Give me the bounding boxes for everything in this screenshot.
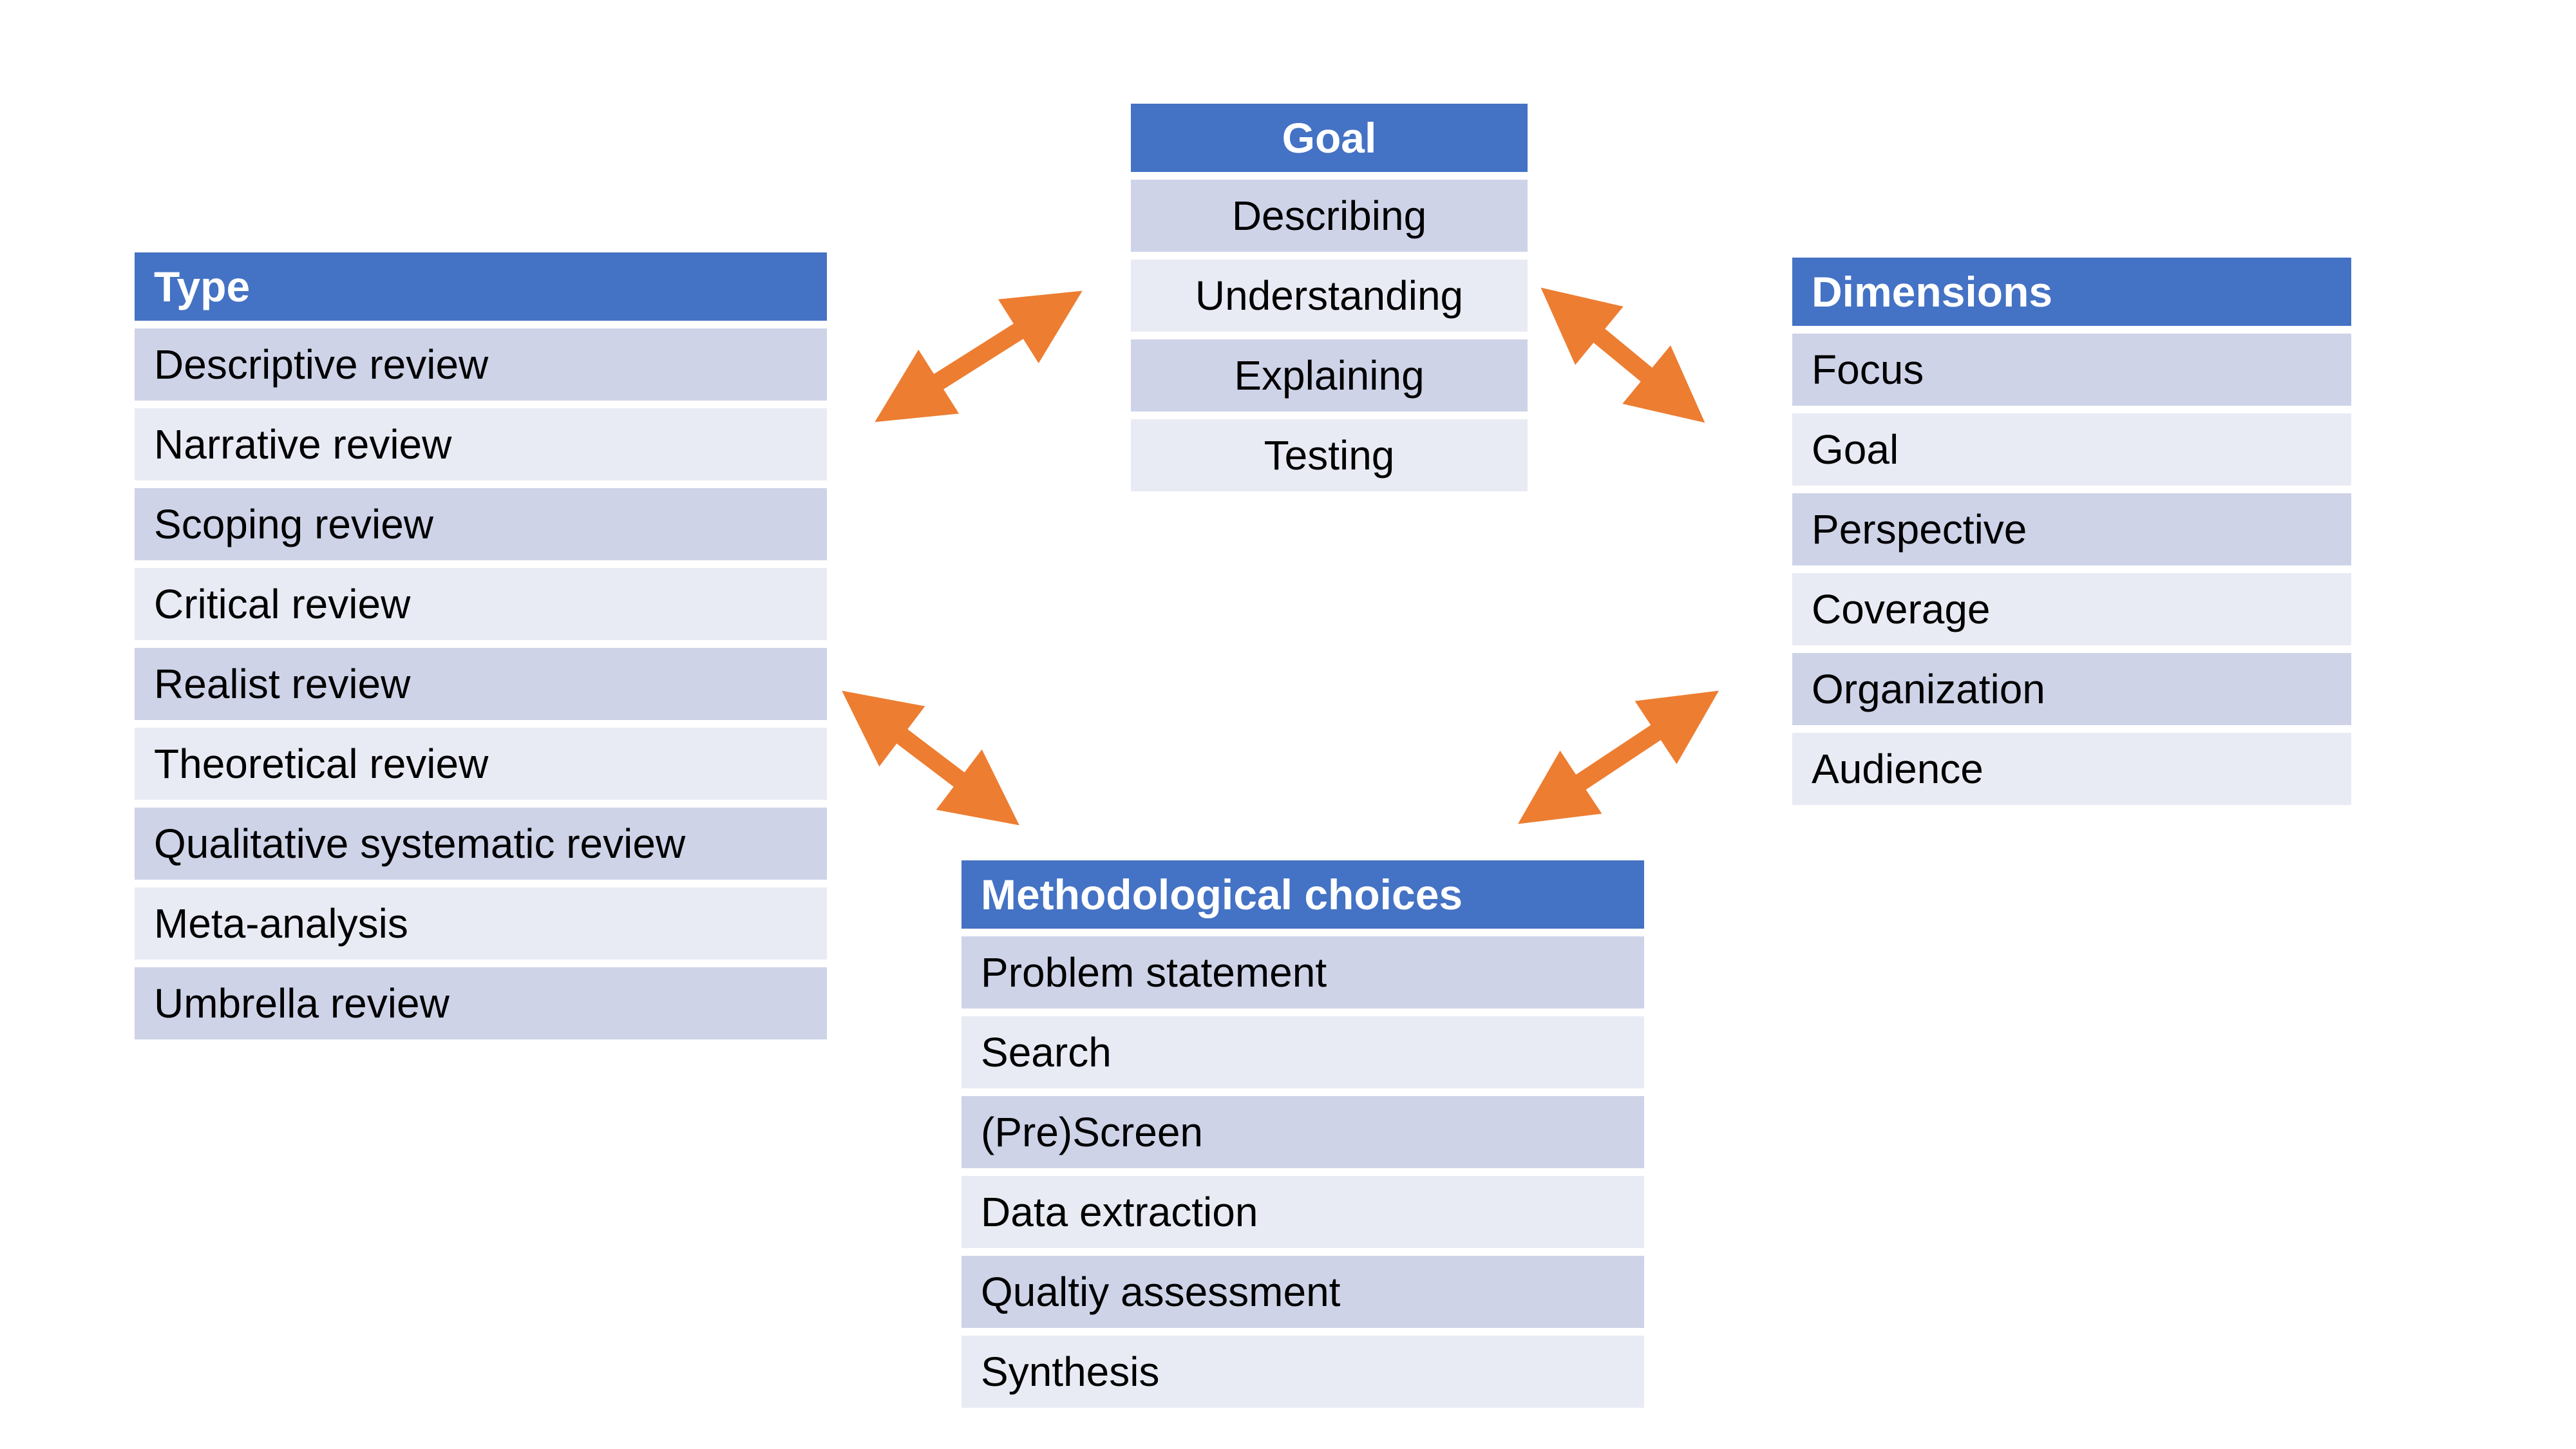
type-table-header: Type <box>135 252 827 321</box>
dimensions-row: Focus <box>1792 334 2351 406</box>
methodological-row: Data extraction <box>961 1176 1644 1248</box>
type-row: Meta-analysis <box>135 887 827 960</box>
methodological-row: Synthesis <box>961 1336 1644 1408</box>
methodological-row: Search <box>961 1016 1644 1088</box>
type-row: Critical review <box>135 568 827 640</box>
dimensions-table-header: Dimensions <box>1792 258 2351 326</box>
type-row: Umbrella review <box>135 967 827 1039</box>
dimensions-row: Organization <box>1792 653 2351 725</box>
type-row: Qualitative systematic review <box>135 808 827 880</box>
type-row: Narrative review <box>135 408 827 480</box>
methodological-row: Problem statement <box>961 936 1644 1009</box>
goal-row: Explaining <box>1131 339 1528 412</box>
dimensions-row: Coverage <box>1792 573 2351 645</box>
type-methodological-arrow <box>842 690 1019 826</box>
methodological-choices-table-header: Methodological choices <box>961 860 1644 929</box>
goal-table-header: Goal <box>1131 104 1528 172</box>
goal-dimensions-arrow <box>1540 287 1705 423</box>
type-row: Realist review <box>135 648 827 720</box>
methodological-row: (Pre)Screen <box>961 1096 1644 1168</box>
dimensions-row: Goal <box>1792 413 2351 486</box>
goal-row: Testing <box>1131 419 1528 491</box>
type-row: Scoping review <box>135 488 827 560</box>
type-goal-arrow <box>875 290 1083 422</box>
methodological-choices-table: Methodological choices Problem statement… <box>961 860 1644 1408</box>
methodological-dimensions-arrow <box>1518 690 1719 824</box>
type-row: Theoretical review <box>135 728 827 800</box>
methodological-row: Qualtiy assessment <box>961 1256 1644 1328</box>
goal-row: Describing <box>1131 180 1528 252</box>
dimensions-row: Perspective <box>1792 493 2351 565</box>
type-row: Descriptive review <box>135 328 827 401</box>
dimensions-row: Audience <box>1792 733 2351 805</box>
goal-row: Understanding <box>1131 260 1528 332</box>
